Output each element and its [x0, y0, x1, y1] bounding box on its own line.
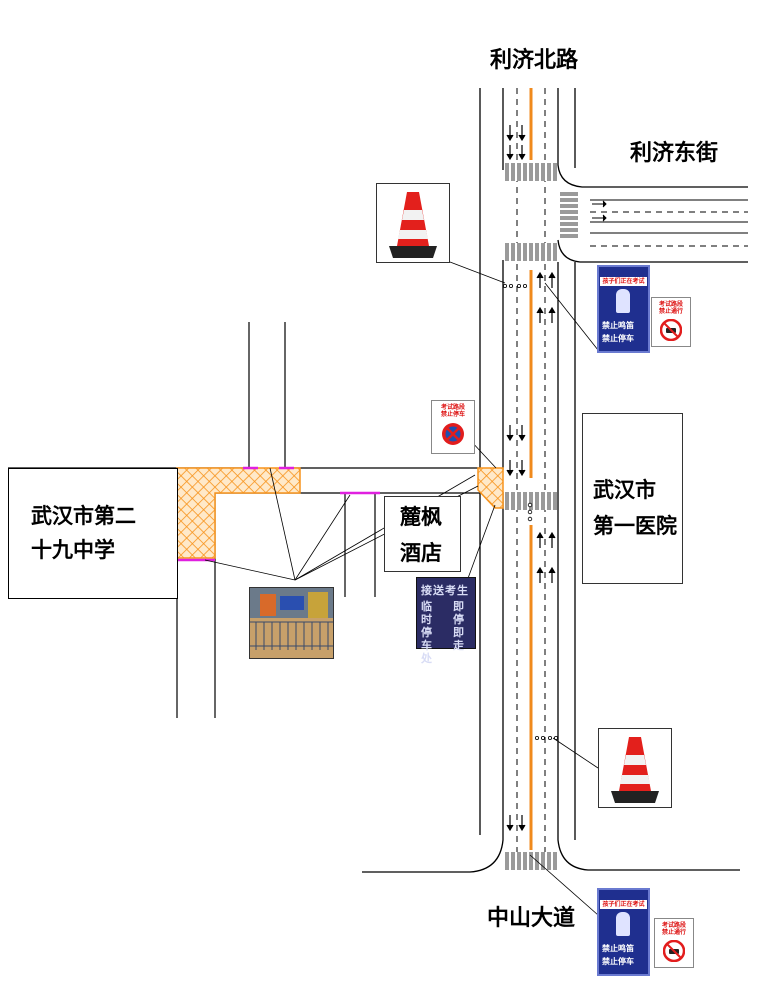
hospital-building: 武汉市 第一医院	[582, 413, 683, 584]
sign-kids-exam-row1: 禁止鸣笛	[602, 944, 634, 953]
magenta-marks	[177, 466, 380, 562]
road-label-north: 利济北路	[490, 47, 579, 73]
traffic-cone-photo-north	[376, 183, 450, 263]
crosswalks	[505, 163, 578, 870]
sign-pickup-board: 接送考生 临时停车处 即停即走	[416, 577, 476, 665]
traffic-cone-icon	[611, 737, 659, 803]
no-entry-icon	[660, 319, 682, 341]
fence-photo-icon	[250, 588, 333, 658]
sign-no-entry-text: 考试路段 禁止通行	[658, 301, 683, 315]
pickup-line-3: 即停即走	[453, 600, 464, 652]
sign-kids-exam-figure	[616, 289, 630, 313]
no-parking-icon	[442, 423, 464, 445]
sign-exam-no-entry-north: 考试路段 禁止通行	[651, 297, 691, 347]
hotel-label: 麓枫 酒店	[400, 504, 442, 565]
east-road-lanes	[590, 199, 748, 247]
school-label: 武汉市第二 十九中学	[31, 503, 136, 562]
lane-arrows	[506, 125, 556, 832]
no-entry-icon	[663, 940, 685, 962]
traffic-cone-icon	[389, 192, 437, 258]
pickup-line-1: 接送考生	[421, 584, 469, 597]
school-building: 武汉市第二 十九中学	[8, 468, 178, 599]
sign-no-parking-text: 考试路段 禁止停车	[440, 404, 465, 418]
sign-no-entry-text: 考试路段 禁止通行	[661, 922, 686, 936]
hospital-label: 武汉市 第一医院	[593, 477, 677, 538]
sign-kids-exam-figure	[616, 912, 630, 936]
sign-kids-exam-row2: 禁止停车	[602, 334, 634, 343]
pickup-line-2: 临时停车处	[421, 600, 432, 665]
sign-kids-exam-north: 孩子们正在考试 禁止鸣笛 禁止停车	[597, 265, 650, 353]
sign-kids-exam-top: 孩子们正在考试	[600, 277, 647, 286]
main-road	[362, 88, 748, 873]
sign-exam-no-parking: 考试路段 禁止停车	[431, 400, 475, 454]
traffic-cone-photo-south	[598, 728, 672, 808]
road-label-east: 利济东街	[630, 140, 719, 166]
fence-photo	[249, 587, 334, 659]
sign-kids-exam-row1: 禁止鸣笛	[602, 321, 634, 330]
lane-markings	[516, 88, 546, 860]
sign-kids-exam-row2: 禁止停车	[602, 957, 634, 966]
cone-markers	[502, 283, 559, 741]
hotel-building: 麓枫 酒店	[384, 496, 461, 572]
sign-exam-no-entry-south: 考试路段 禁止通行	[654, 918, 694, 968]
crosswalk-stripes	[509, 163, 578, 870]
sign-kids-exam-top: 孩子们正在考试	[600, 900, 647, 909]
road-label-south: 中山大道	[487, 905, 576, 931]
sign-kids-exam-south: 孩子们正在考试 禁止鸣笛 禁止停车	[597, 888, 650, 976]
